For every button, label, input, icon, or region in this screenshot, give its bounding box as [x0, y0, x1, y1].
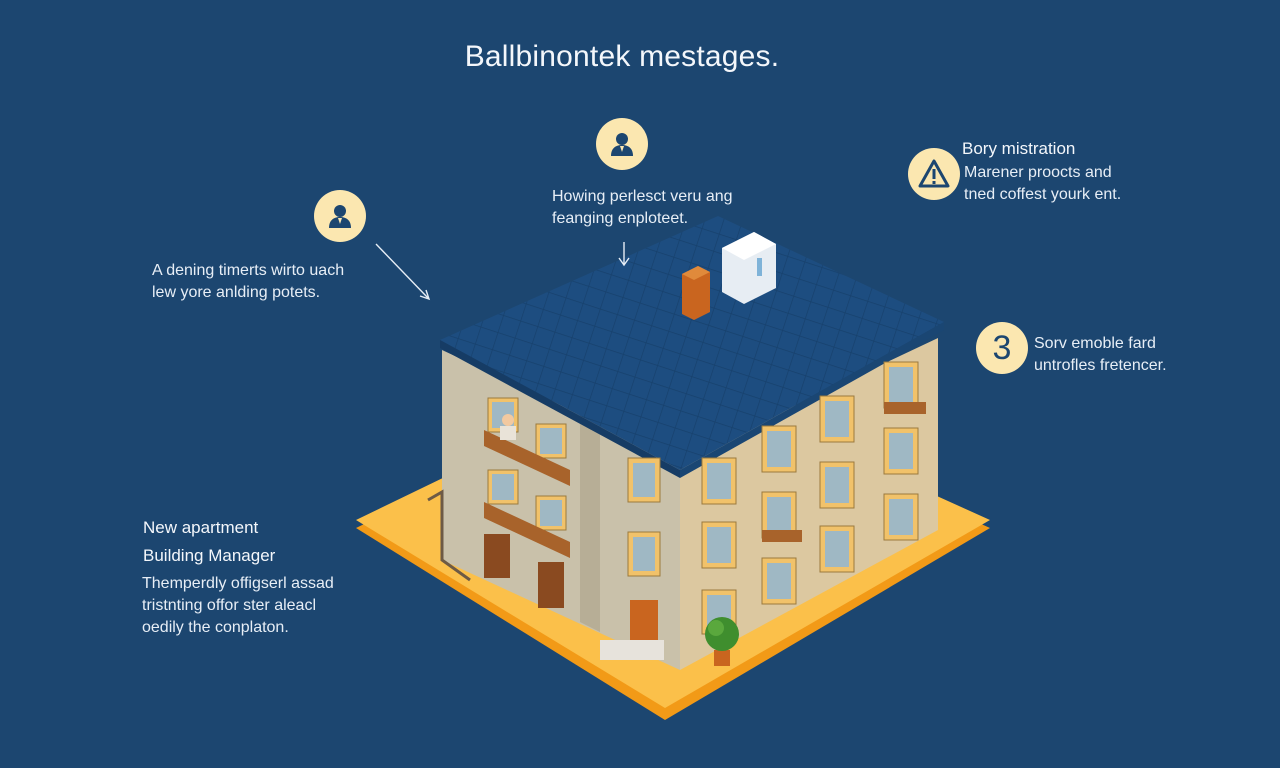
callout-top-arrow	[618, 242, 630, 267]
callout-warning-text: Marener proocts and tned coffest yourk e…	[964, 164, 1122, 203]
building-right-wall	[680, 338, 938, 670]
callout-warning-heading: Bory mistration	[962, 139, 1076, 158]
roof-chimney	[682, 266, 710, 320]
callout-left-text: A dening timerts wirto uach lew yore anl…	[152, 262, 345, 301]
callout-top-text: Howing perlesct veru ang feanging enplot…	[552, 188, 733, 227]
callout-number-badge: 3	[976, 322, 1028, 374]
manager-description: Themperdly offigserl assad tristnting of…	[142, 575, 334, 636]
roof-ac-unit	[722, 232, 776, 304]
callout-number-text: Sorv emoble fard untrofles fretencer.	[1034, 335, 1167, 374]
callout-number: 3	[992, 329, 1012, 367]
callout-left-badge	[314, 190, 366, 242]
callout-top-badge	[596, 118, 648, 170]
callout-left-arrow	[375, 243, 431, 301]
warning-icon	[918, 159, 950, 188]
person-icon	[329, 205, 351, 228]
manager-title: New apartment Building Manager	[143, 518, 276, 565]
page-title: Ballbinontek mestages.	[464, 40, 780, 73]
callout-warning-badge	[908, 148, 960, 200]
person-icon	[611, 133, 633, 156]
roof	[440, 216, 944, 478]
left-wall-windows	[427, 397, 570, 608]
right-wall-windows	[600, 361, 926, 666]
